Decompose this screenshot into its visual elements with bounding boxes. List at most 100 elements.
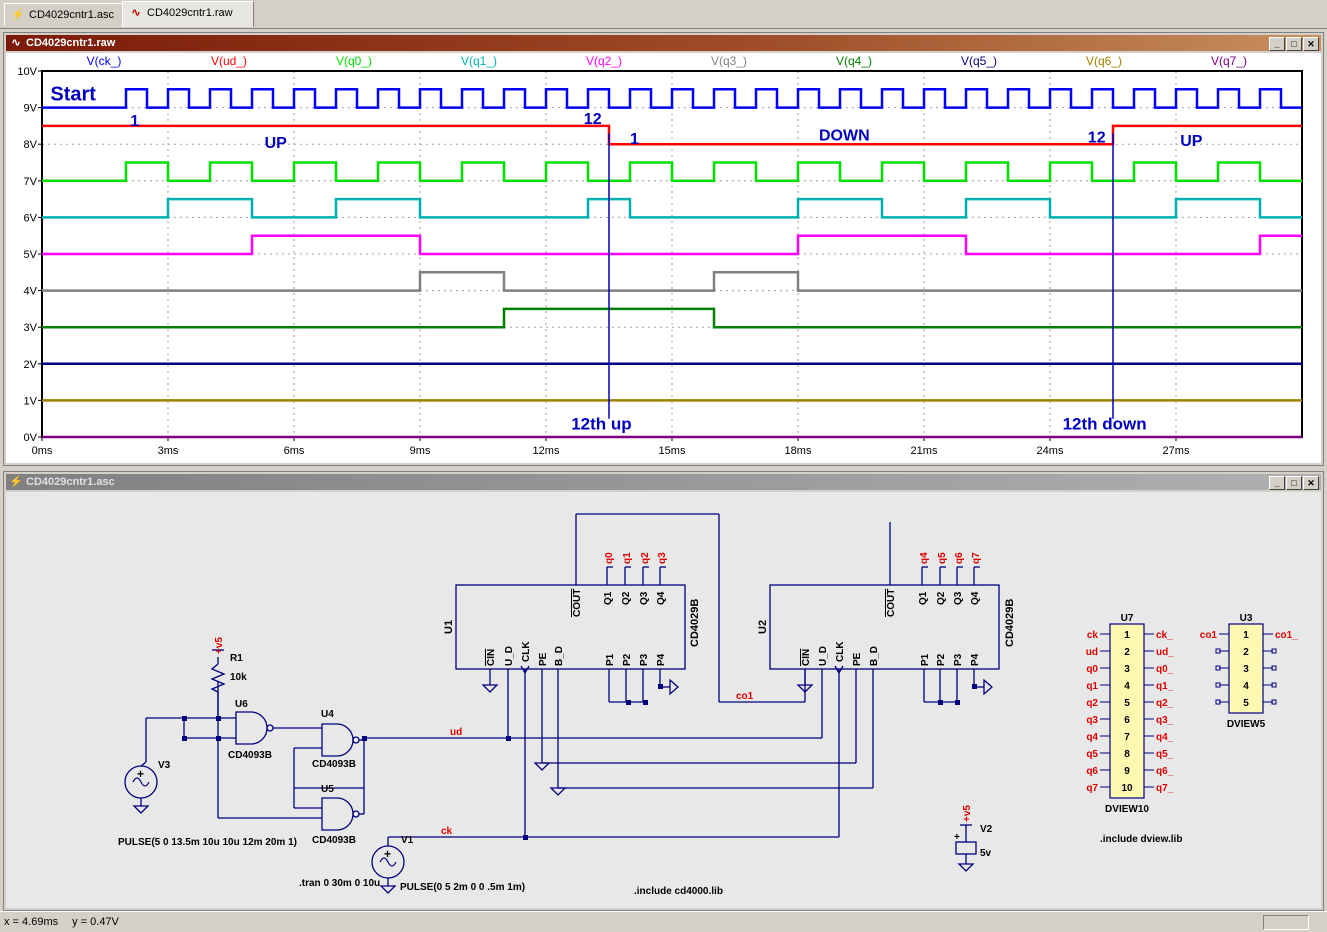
annotation-label: Start bbox=[50, 83, 96, 105]
u7-pin-number: 8 bbox=[1124, 749, 1130, 760]
ic-u2-body[interactable] bbox=[769, 584, 1000, 670]
annotation-label: 1 bbox=[130, 113, 139, 130]
u2-pin-clk: CLK bbox=[835, 641, 846, 662]
u7-net-in: q1 bbox=[1086, 681, 1098, 692]
tab-waveform[interactable]: ∿CD4029cntr1.raw bbox=[122, 1, 254, 27]
window-title: CD4029cntr1.asc bbox=[26, 476, 115, 488]
v3-ref: V3 bbox=[158, 760, 171, 771]
annotation-label: DOWN bbox=[819, 128, 870, 145]
u7-net-out: q4_ bbox=[1156, 732, 1174, 743]
u3-body bbox=[1228, 623, 1264, 714]
maximize-button[interactable]: □ bbox=[1286, 476, 1302, 490]
u1-part: CD4029B bbox=[689, 599, 701, 647]
legend-vud: V(ud_) bbox=[211, 54, 247, 68]
cursor-x-readout: x = 4.69ms bbox=[4, 916, 59, 928]
u5-ref: U5 bbox=[321, 784, 334, 795]
x-tick-label: 3ms bbox=[158, 445, 179, 457]
tab-label: CD4029cntr1.asc bbox=[29, 9, 114, 21]
u2-pin-q1: Q1 bbox=[918, 591, 929, 605]
rail-label-v5: +v5 bbox=[214, 637, 225, 654]
u2-ref: U2 bbox=[757, 620, 769, 634]
tab-schematic[interactable]: ⚡CD4029cntr1.asc bbox=[4, 3, 133, 26]
u3-open-pin bbox=[1271, 699, 1277, 705]
y-tick-label: 4V bbox=[24, 286, 38, 298]
u7-body bbox=[1109, 623, 1145, 799]
include-dview-directive[interactable]: .include dview.lib bbox=[1100, 834, 1182, 845]
legend-vq5: V(q5_) bbox=[961, 54, 997, 68]
schematic-drawing[interactable]: COUT Q1 Q2 Q3 Q4 CIN U_D CLK PE B_D P1 P… bbox=[6, 492, 1321, 908]
u4-ref: U4 bbox=[321, 709, 334, 720]
close-button[interactable]: ✕ bbox=[1303, 476, 1319, 490]
u2-pin-q2: Q2 bbox=[936, 591, 947, 605]
maximize-button[interactable]: □ bbox=[1286, 37, 1302, 51]
u1-pin-p1: P1 bbox=[605, 653, 616, 666]
u3-pin-number: 5 bbox=[1243, 698, 1249, 709]
u1-pin-cout: COUT bbox=[572, 589, 583, 617]
schematic-canvas[interactable]: COUT Q1 Q2 Q3 Q4 CIN U_D CLK PE B_D P1 P… bbox=[6, 492, 1321, 908]
u7-net-in: q7 bbox=[1086, 783, 1098, 794]
u3-ref: U3 bbox=[1240, 613, 1253, 624]
u3-pin-number: 4 bbox=[1243, 681, 1249, 692]
legend-vq2: V(q2_) bbox=[586, 54, 622, 68]
u2-pin-p4: P4 bbox=[970, 653, 981, 666]
legend-vck: V(ck_) bbox=[87, 54, 122, 68]
sine-icon bbox=[379, 857, 397, 867]
u7-net-in: q4 bbox=[1086, 732, 1098, 743]
net-label-ud: ud bbox=[450, 727, 462, 738]
plus-sign-icon: + bbox=[384, 847, 391, 861]
minimize-button[interactable]: _ bbox=[1269, 37, 1285, 51]
u7-pin-number: 3 bbox=[1124, 664, 1130, 675]
net-label-q5: q5 bbox=[937, 552, 948, 564]
ic-u1-body[interactable] bbox=[455, 584, 686, 670]
u7-net-out: q3_ bbox=[1156, 715, 1174, 726]
annotation-label: 12 bbox=[584, 111, 602, 128]
y-tick-label: 0V bbox=[24, 432, 38, 444]
cursor-y-readout: y = 0.47V bbox=[72, 916, 119, 928]
net-label-q0: q0 bbox=[604, 552, 615, 564]
u7-pin-number: 5 bbox=[1124, 698, 1130, 709]
tran-directive[interactable]: .tran 0 30m 0 10u bbox=[299, 878, 380, 889]
u7-pin-number: 4 bbox=[1124, 681, 1130, 692]
v3-value: PULSE(5 0 13.5m 10u 10u 12m 20m 1) bbox=[118, 837, 297, 848]
annotation-label: 12 bbox=[1088, 129, 1106, 146]
u5-part: CD4093B bbox=[312, 835, 356, 846]
u2-pin-q4: Q4 bbox=[970, 591, 981, 605]
legend-vq1: V(q1_) bbox=[461, 54, 497, 68]
u3-open-pin bbox=[1271, 665, 1277, 671]
u7-pin-number: 10 bbox=[1121, 783, 1133, 794]
plus-sign-icon: + bbox=[954, 832, 960, 843]
u1-pin-pe: PE bbox=[538, 652, 549, 666]
u2-pin-q3: Q3 bbox=[953, 591, 964, 605]
u2-pin-p1: P1 bbox=[920, 653, 931, 666]
u7-net-out: q1_ bbox=[1156, 681, 1174, 692]
legend-vq0: V(q0_) bbox=[336, 54, 372, 68]
u3-open-pin bbox=[1271, 648, 1277, 654]
legend-vq6: V(q6_) bbox=[1086, 54, 1122, 68]
u1-pin-bd: B_D bbox=[554, 646, 565, 666]
waveform-titlebar: ∿CD4029cntr1.raw _□✕ bbox=[6, 35, 1321, 51]
u3-net-out: co1_ bbox=[1275, 630, 1298, 641]
u2-pin-ud: U_D bbox=[818, 646, 829, 666]
u1-ref: U1 bbox=[443, 620, 455, 634]
u7-pin-number: 9 bbox=[1124, 766, 1130, 777]
u7-net-in: q0 bbox=[1086, 664, 1098, 675]
close-button[interactable]: ✕ bbox=[1303, 37, 1319, 51]
y-tick-label: 5V bbox=[24, 249, 38, 261]
u1-pin-p2: P2 bbox=[622, 653, 633, 666]
u7-net-out: q7_ bbox=[1156, 783, 1174, 794]
minimize-button[interactable]: _ bbox=[1269, 476, 1285, 490]
u2-pin-pe: PE bbox=[852, 652, 863, 666]
u7-net-out: q2_ bbox=[1156, 698, 1174, 709]
include-cd4000-directive[interactable]: .include cd4000.lib bbox=[634, 886, 723, 897]
legend-vq4: V(q4_) bbox=[836, 54, 872, 68]
u3-part: DVIEW5 bbox=[1227, 719, 1266, 730]
u1-pin-p4: P4 bbox=[656, 653, 667, 666]
x-tick-label: 9ms bbox=[410, 445, 431, 457]
u7-net-out: ud_ bbox=[1156, 647, 1174, 658]
u7-net-in: ck bbox=[1087, 630, 1099, 641]
net-label-q3: q3 bbox=[657, 552, 668, 564]
u1-pin-q4: Q4 bbox=[656, 591, 667, 605]
